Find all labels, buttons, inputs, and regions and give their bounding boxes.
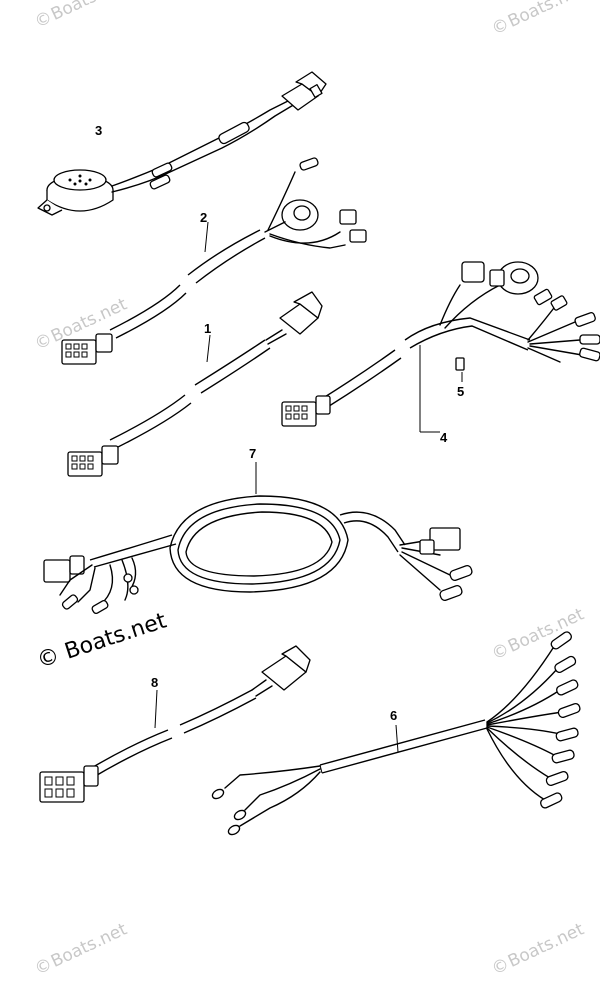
watermark-text: Boats.net [48,919,130,972]
watermark-bottom-right: © Boats.net [489,919,588,979]
watermark-symbol: © [489,639,513,664]
part-1-harness [67,291,323,477]
watermark-text: Boats.net [505,604,587,657]
label-1: 1 [204,321,211,336]
label-8: 8 [151,675,158,690]
label-5: 5 [457,384,464,399]
part-6-fanout-harness [211,631,581,836]
part-7-loop-harness [43,462,473,615]
label-7: 7 [249,446,256,461]
label-3: 3 [95,123,102,138]
part-4-main-harness [281,261,600,433]
watermark-top-left: © Boats.net [32,0,131,33]
watermark-bottom-left: © Boats.net [32,919,131,979]
watermark-symbol: © [32,329,56,354]
label-4: 4 [440,430,448,445]
watermark-symbol: © [32,954,56,979]
part-8-harness [39,645,311,803]
label-2: 2 [200,210,207,225]
watermark-text: Boats.net [505,0,587,32]
watermark-text: Boats.net [48,0,130,25]
watermark-text: Boats.net [48,294,130,347]
part-2-harness [61,157,367,365]
watermark-mid-right: © Boats.net [489,604,588,664]
watermark-top-right: © Boats.net [489,0,588,40]
label-6: 6 [390,708,397,723]
watermark-text: Boats.net [505,919,587,972]
watermark-symbol: © [489,14,513,39]
watermark-symbol: © [32,7,56,32]
watermark-symbol: © [489,954,513,979]
part-3-buzzer [37,71,327,216]
copyright-text: © Boats.net [34,608,170,673]
